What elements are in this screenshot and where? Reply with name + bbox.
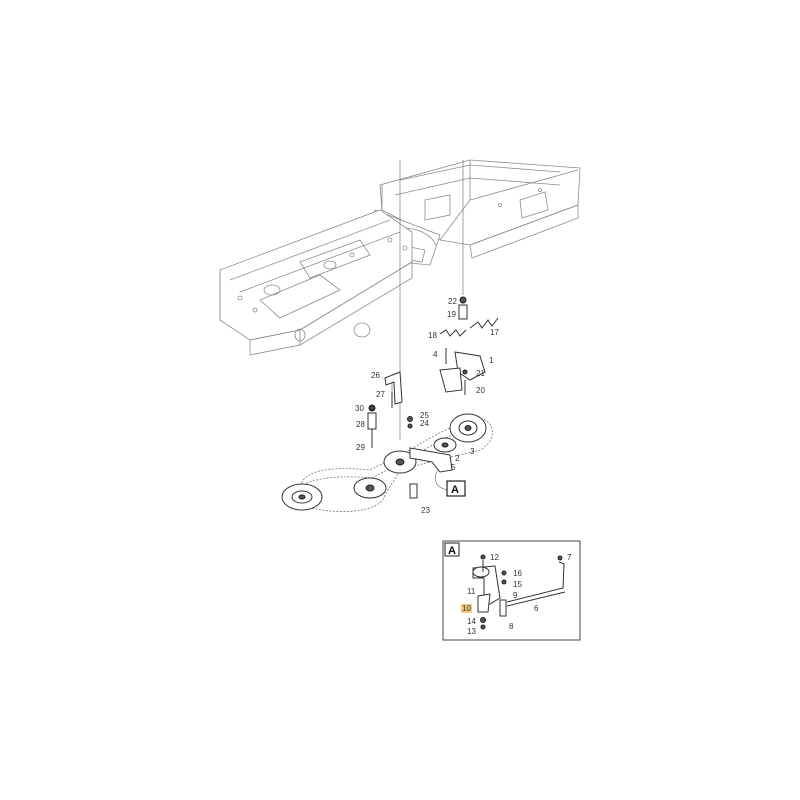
callout-20: 20 bbox=[476, 386, 485, 395]
callout-12: 12 bbox=[490, 553, 499, 562]
callout-30: 30 bbox=[355, 404, 364, 413]
callout-1: 1 bbox=[489, 356, 494, 365]
callout-6: 6 bbox=[534, 604, 539, 613]
callout-13: 13 bbox=[467, 627, 476, 636]
callout-24: 24 bbox=[420, 419, 429, 428]
callout-19: 19 bbox=[447, 310, 456, 319]
callout-7: 7 bbox=[567, 553, 572, 562]
callout-17: 17 bbox=[490, 328, 499, 337]
callout-18: 18 bbox=[428, 331, 437, 340]
callout-21: 21 bbox=[476, 369, 485, 378]
callout-16: 16 bbox=[513, 569, 522, 578]
deck-belt-assembly bbox=[281, 296, 499, 512]
callout-26: 26 bbox=[371, 371, 380, 380]
callout-25: 25 bbox=[420, 411, 429, 420]
callout-10-highlighted: 10 bbox=[461, 604, 472, 613]
chassis-frame bbox=[219, 159, 581, 356]
callout-11: 11 bbox=[467, 587, 476, 596]
callout-23: 23 bbox=[421, 506, 430, 515]
detail-marker-label: A bbox=[451, 484, 459, 496]
callout-14: 14 bbox=[467, 617, 476, 626]
callout-22: 22 bbox=[448, 297, 457, 306]
callout-28: 28 bbox=[356, 420, 365, 429]
detail-box-a: A bbox=[442, 540, 581, 641]
detail-box-label: A bbox=[448, 545, 456, 557]
callout-27: 27 bbox=[376, 390, 385, 399]
callout-15: 15 bbox=[513, 580, 522, 589]
callout-5: 5 bbox=[451, 463, 456, 472]
callout-8: 8 bbox=[509, 622, 514, 631]
detail-marker-a: A bbox=[446, 480, 466, 497]
callout-9: 9 bbox=[513, 591, 518, 600]
callout-3: 3 bbox=[470, 447, 475, 456]
callout-2: 2 bbox=[455, 454, 460, 463]
callout-29: 29 bbox=[356, 443, 365, 452]
callout-4: 4 bbox=[433, 350, 438, 359]
